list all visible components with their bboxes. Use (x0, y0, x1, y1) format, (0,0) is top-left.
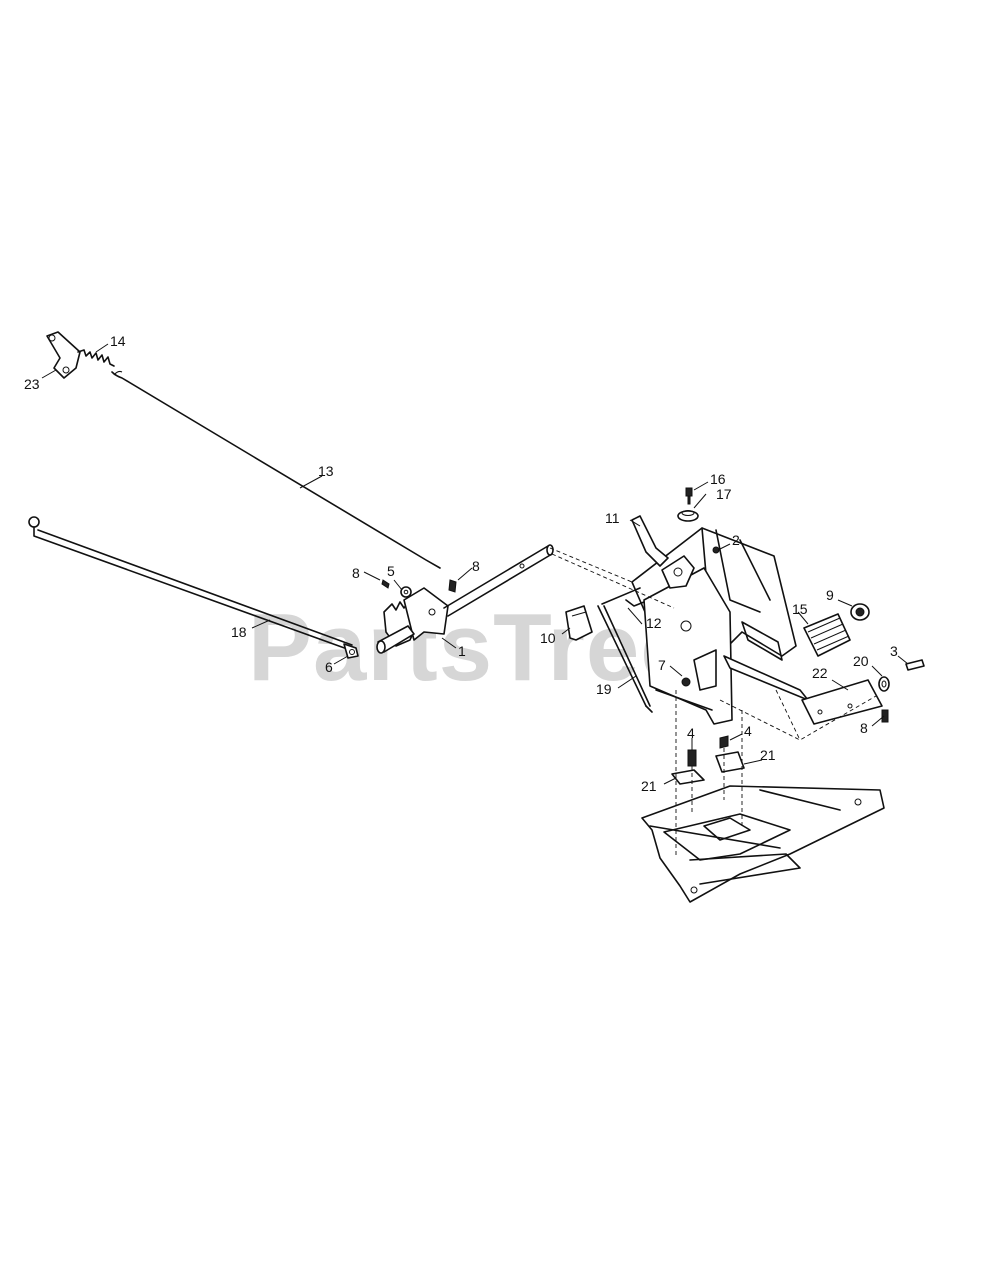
part-19-rod[interactable] (597, 605, 653, 713)
leader-lines (41, 343, 909, 785)
part-6-fitting[interactable] (343, 643, 359, 659)
callout-16[interactable]: 16 (710, 471, 726, 487)
part-18-shaft[interactable] (28, 516, 353, 651)
callout-5[interactable]: 5 (387, 563, 395, 579)
part-14-spring[interactable] (77, 349, 115, 367)
callout-13[interactable]: 13 (318, 463, 334, 479)
callout-10[interactable]: 10 (540, 630, 556, 646)
callout-15[interactable]: 15 (792, 601, 808, 617)
part-8-screw-c[interactable] (881, 709, 889, 723)
callout-6[interactable]: 6 (325, 659, 333, 675)
tractor-frame[interactable] (641, 785, 885, 903)
callout-4b[interactable]: 4 (744, 723, 752, 739)
steering-column-frame[interactable] (631, 527, 809, 725)
part-8-screw-b[interactable] (448, 579, 457, 593)
part-16-bolt[interactable] (685, 487, 693, 505)
part-3-bolt[interactable] (905, 659, 925, 671)
part-5-washer[interactable] (400, 586, 412, 598)
part-21-clip-b[interactable] (715, 751, 745, 773)
callout-3[interactable]: 3 (890, 643, 898, 659)
assembly-lines (549, 547, 877, 858)
part-20-washer[interactable] (878, 676, 890, 692)
watermark: PartsTree (248, 594, 695, 701)
part-4-nut-a[interactable] (687, 749, 697, 767)
part-10-guide[interactable] (565, 605, 593, 641)
part-1-pivot-assembly[interactable] (376, 544, 554, 654)
part-13-rod[interactable] (111, 370, 441, 569)
callout-12[interactable]: 12 (646, 615, 662, 631)
callout-22[interactable]: 22 (812, 665, 828, 681)
callout-1[interactable]: 1 (458, 643, 466, 659)
callout-19[interactable]: 19 (596, 681, 612, 697)
part-7-nut[interactable] (681, 677, 691, 687)
callout-4a[interactable]: 4 (687, 725, 695, 741)
callout-14[interactable]: 14 (110, 333, 126, 349)
callout-9[interactable]: 9 (826, 587, 834, 603)
part-4-nut-b[interactable] (719, 735, 729, 749)
callout-18[interactable]: 18 (231, 624, 247, 640)
callout-23[interactable]: 23 (24, 376, 40, 392)
steering-gear[interactable] (661, 555, 695, 589)
part-23-bracket[interactable] (46, 331, 81, 379)
part-15-grip[interactable] (803, 613, 851, 657)
callout-21b[interactable]: 21 (760, 747, 776, 763)
callout-20[interactable]: 20 (853, 653, 869, 669)
part-22-plate[interactable] (801, 679, 883, 725)
part-11-lever[interactable] (631, 515, 669, 567)
callout-11[interactable]: 11 (605, 510, 620, 526)
callout-8a[interactable]: 8 (352, 565, 360, 581)
part-8-screw-a[interactable] (381, 579, 390, 589)
callout-8c[interactable]: 8 (860, 720, 868, 736)
callouts: 23 14 13 18 6 8 5 8 1 10 12 19 7 11 16 1… (24, 333, 898, 794)
callout-7[interactable]: 7 (658, 657, 666, 673)
callout-8b[interactable]: 8 (472, 558, 480, 574)
part-21-clip-a[interactable] (671, 769, 705, 785)
part-17-hub[interactable] (677, 510, 699, 522)
part-12-link[interactable] (601, 587, 645, 607)
callout-17[interactable]: 17 (716, 486, 732, 502)
callout-2[interactable]: 2 (732, 532, 740, 548)
part-9-cap[interactable] (850, 603, 870, 621)
callout-21a[interactable]: 21 (641, 778, 657, 794)
